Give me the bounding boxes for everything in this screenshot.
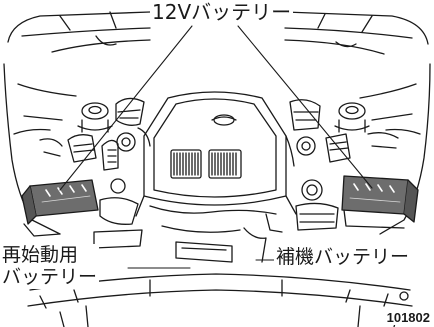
label-restart-battery: 再始動用 バッテリー [2, 244, 100, 289]
restart-battery [21, 179, 99, 237]
label-12v-battery: 12Vバッテリー [150, 0, 294, 24]
label-auxiliary-battery: 補機バッテリー [274, 246, 412, 268]
hoses [137, 127, 295, 263]
hood-outline [7, 11, 429, 55]
strut-tower-right [334, 102, 370, 133]
strut-tower-left [77, 102, 113, 133]
engine-cover [135, 91, 297, 217]
engine-components-left [39, 97, 145, 249]
figure-id: 101802 [384, 310, 430, 325]
label-restart-battery-line2: バッテリー [2, 266, 98, 289]
leader-lines [59, 25, 373, 269]
engine-components-right [289, 99, 399, 231]
label-restart-battery-line1: 再始動用 [2, 244, 79, 266]
auxiliary-battery [341, 175, 419, 229]
